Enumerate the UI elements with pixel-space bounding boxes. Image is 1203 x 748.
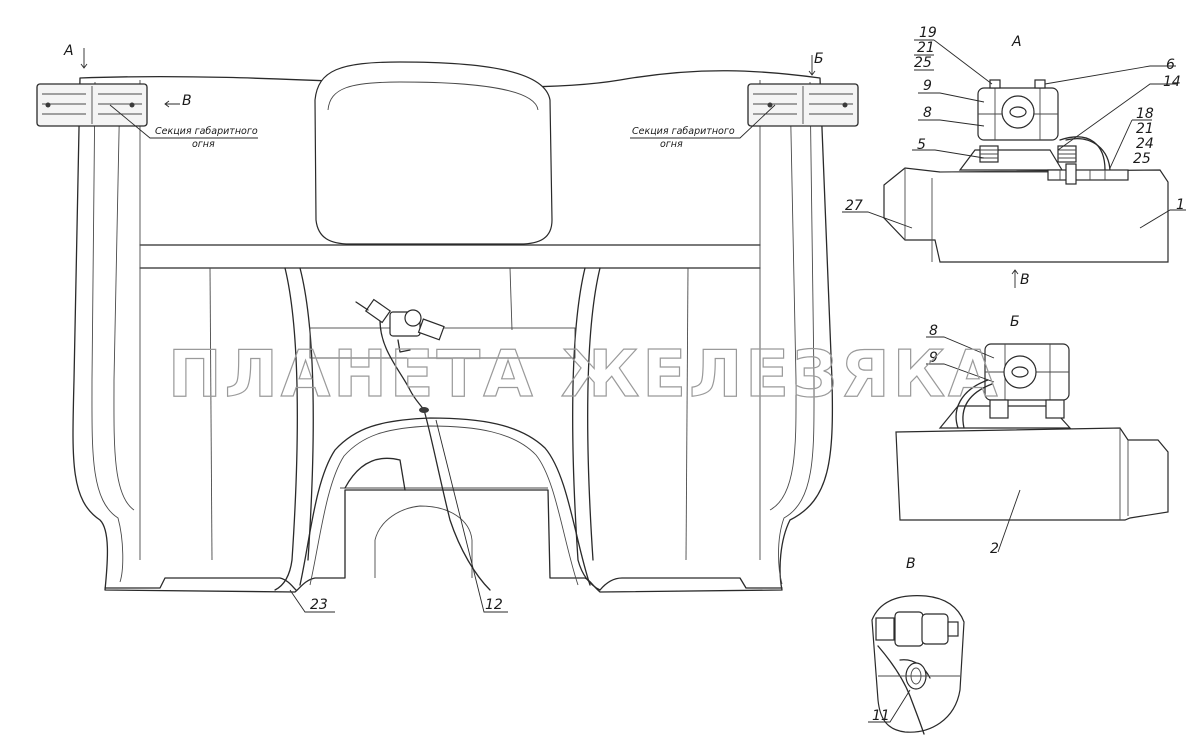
detail-b-title: Б xyxy=(1010,314,1020,330)
marker-section-caption-left: Секция габаритного xyxy=(155,126,258,137)
callout-21-a: 21 xyxy=(917,40,935,56)
callout-8-b: 8 xyxy=(929,323,938,339)
marker-light-right xyxy=(747,83,859,127)
roof-hatch xyxy=(314,61,553,245)
callout-24: 24 xyxy=(1136,136,1154,152)
callout-12: 12 xyxy=(485,597,503,613)
callout-6: 6 xyxy=(1166,57,1175,73)
cab-roof-view xyxy=(72,61,834,593)
callout-8-a: 8 xyxy=(923,105,932,121)
callout-27: 27 xyxy=(845,198,863,214)
connector xyxy=(355,298,445,353)
callout-11: 11 xyxy=(872,708,890,724)
view-b-indicator: Б xyxy=(814,51,824,67)
callout-2: 2 xyxy=(990,541,999,557)
detail-v: В xyxy=(871,556,965,735)
callout-23: 23 xyxy=(310,597,328,613)
marker-section-caption-right: Секция габаритного xyxy=(632,126,735,137)
callout-25-a: 25 xyxy=(914,55,932,71)
callout-21-b: 21 xyxy=(1136,121,1154,137)
view-a-indicator: А xyxy=(63,43,74,59)
callout-19: 19 xyxy=(919,25,937,41)
marker-section-caption-right-2: огня xyxy=(660,139,683,150)
callout-9-a: 9 xyxy=(923,78,932,94)
detail-a: А xyxy=(883,34,1169,263)
marker-section-caption-left-2: огня xyxy=(192,139,215,150)
cab-outline xyxy=(72,70,834,593)
detail-v-title: В xyxy=(906,556,916,572)
detail-a-title: А xyxy=(1011,34,1022,50)
callout-18: 18 xyxy=(1136,106,1154,122)
callout-1: 1 xyxy=(1176,197,1185,213)
callout-9-b: 9 xyxy=(929,350,938,366)
view-v-marker-a: В xyxy=(1020,272,1030,288)
detail-b: Б xyxy=(895,314,1169,521)
marker-light-left xyxy=(36,83,148,127)
watermark-text: ПЛАНЕТА ЖЕЛЕЗЯКА xyxy=(168,338,1001,412)
view-v-indicator: В xyxy=(182,93,192,109)
callout-25-b: 25 xyxy=(1133,151,1151,167)
callout-14: 14 xyxy=(1163,74,1181,90)
callout-5: 5 xyxy=(917,137,926,153)
